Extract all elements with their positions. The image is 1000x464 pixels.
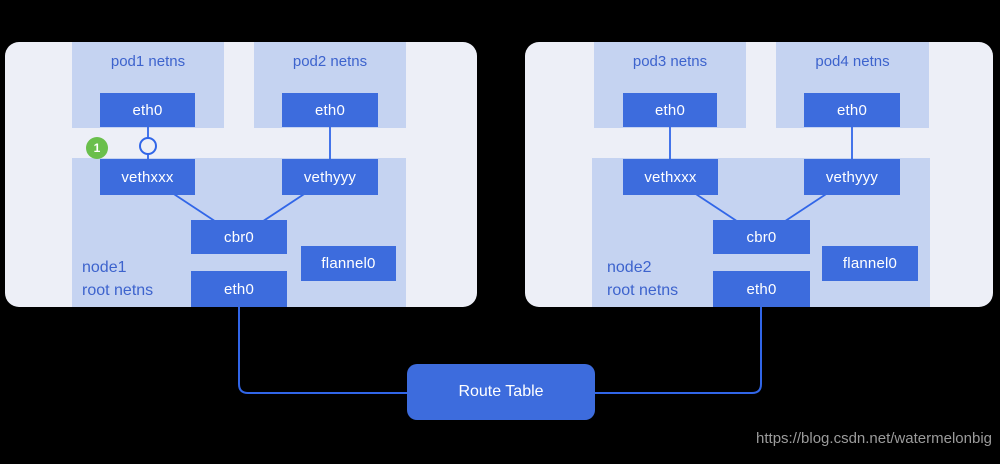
pod1-eth0-box: eth0 xyxy=(100,93,195,127)
step-1-badge: 1 xyxy=(86,137,108,159)
node2-root-netns-label: node2 root netns xyxy=(607,256,678,302)
node1-root-netns-label: node1 root netns xyxy=(82,256,153,302)
route-table-box: Route Table xyxy=(407,364,595,420)
pod4-netns-title: pod4 netns xyxy=(815,53,890,70)
node1-label-line1: node1 xyxy=(82,259,127,276)
node2-flannel0-box: flannel0 xyxy=(822,246,918,281)
pod2-eth0-box: eth0 xyxy=(282,93,378,127)
pod3-netns-title: pod3 netns xyxy=(632,53,708,70)
node1-eth0-box: eth0 xyxy=(191,271,287,307)
pod4-eth0-box: eth0 xyxy=(804,93,900,127)
pod1-netns-title: pod1 netns xyxy=(110,53,186,70)
connector-node1-eth0-route-table xyxy=(238,289,407,394)
watermark-text: https://blog.csdn.net/watermelonbig xyxy=(756,430,992,447)
node2-label-line1: node2 xyxy=(607,259,652,276)
node1-cbr0-box: cbr0 xyxy=(191,220,287,254)
node1-vethyyy-box: vethyyy xyxy=(282,159,378,195)
node1-flannel0-box: flannel0 xyxy=(301,246,396,281)
node1-vethxxx-box: vethxxx xyxy=(100,159,195,195)
node2-label-line2: root netns xyxy=(607,282,679,299)
connector-node2-eth0-route-table xyxy=(595,289,762,394)
node1-label-line2: root netns xyxy=(82,282,154,299)
node2-vethxxx-box: vethxxx xyxy=(623,159,718,195)
veth-pair-endpoint-icon xyxy=(139,137,157,155)
node2-eth0-box: eth0 xyxy=(713,271,810,307)
pod2-netns-title: pod2 netns xyxy=(292,53,368,70)
node2-vethyyy-box: vethyyy xyxy=(804,159,900,195)
node2-cbr0-box: cbr0 xyxy=(713,220,810,254)
pod3-eth0-box: eth0 xyxy=(623,93,717,127)
